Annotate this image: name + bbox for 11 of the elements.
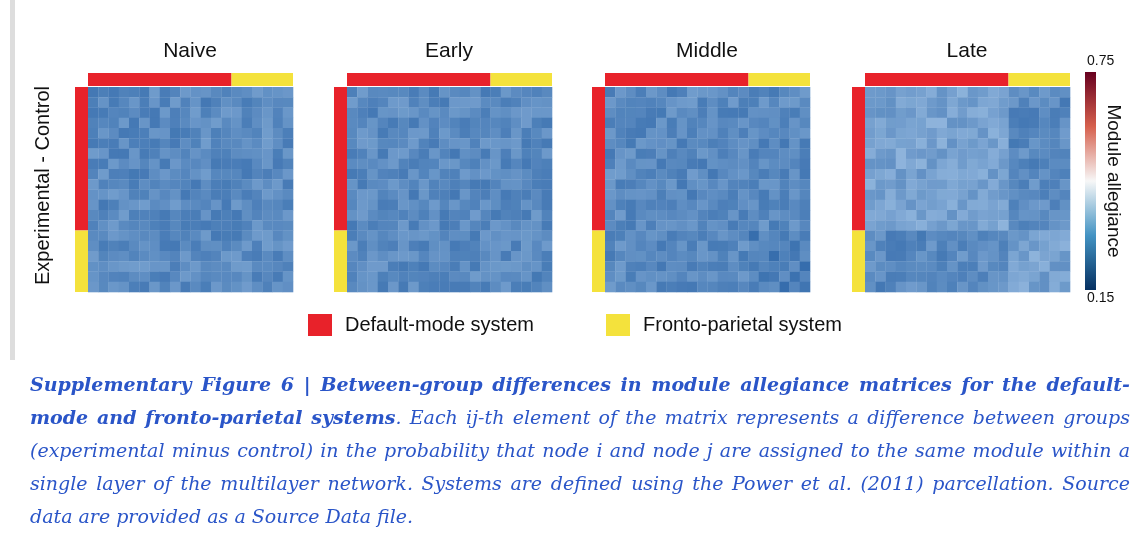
legend-label: Default-mode system bbox=[345, 313, 534, 336]
tick-label: 0.15 bbox=[1087, 289, 1115, 305]
panel-title: Early bbox=[424, 38, 474, 62]
panel-title: Late bbox=[945, 38, 989, 62]
panel-title: Middle bbox=[675, 38, 739, 62]
legend-label: Fronto-parietal system bbox=[643, 313, 842, 336]
axis-label: Experimental - Control bbox=[30, 85, 54, 287]
caption: Supplementary Figure 6 | Between-group differences in module allegiance matrices for the default-mode and fronto-parietal systems. Each ij-th element of the matrix represents a difference between groups (experimental minus control) in the probability that node i and node j are assigned to the same module within a single layer of the multilayer network. Systems are defined using the Power et al. (2011) parcellation. Source data are provided as a Source Data file. bbox=[30, 372, 1130, 529]
panel-title: Naive bbox=[162, 38, 218, 62]
tick-label: 0.75 bbox=[1087, 52, 1115, 68]
axis-label: Module allegiance bbox=[1103, 103, 1125, 260]
